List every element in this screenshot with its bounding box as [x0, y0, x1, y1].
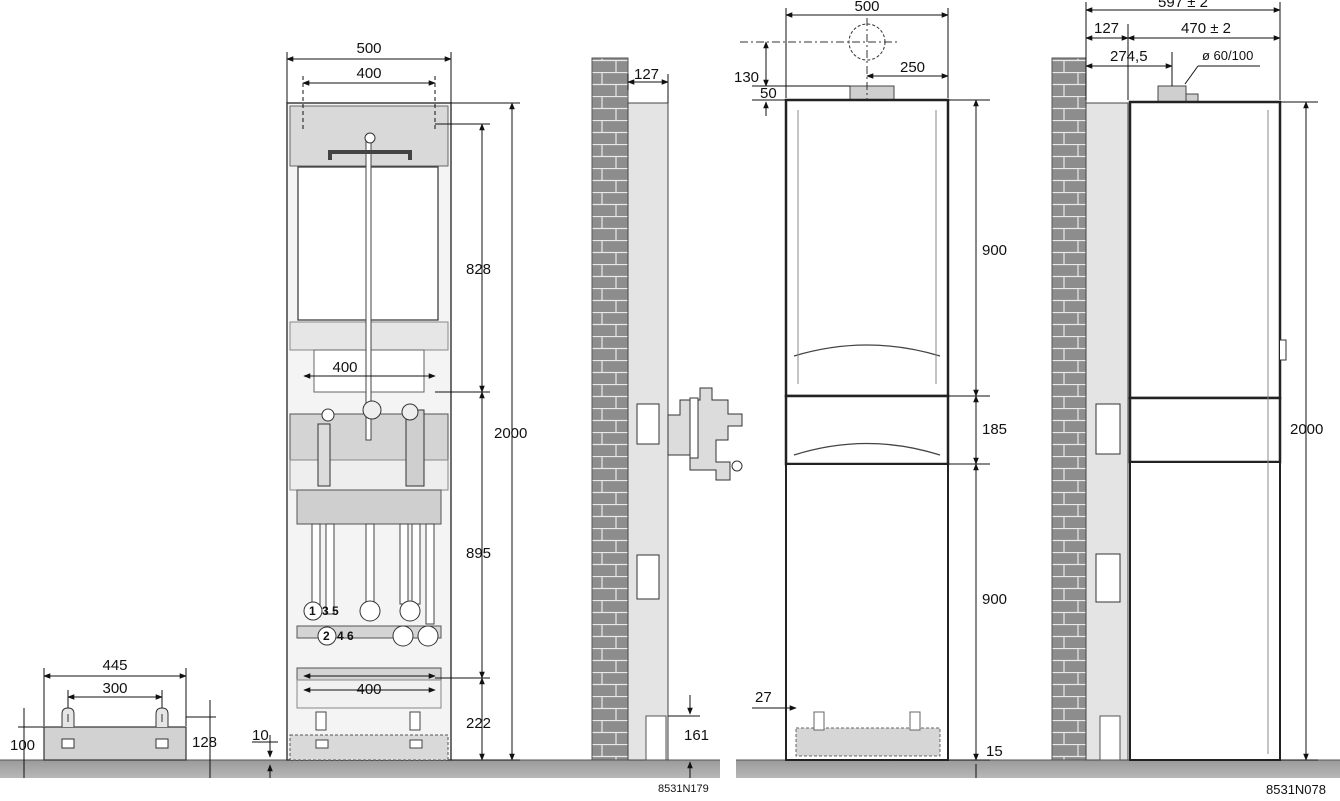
floor-gap-dim	[252, 735, 278, 778]
boiler-middle-height-label: 185	[982, 421, 1007, 438]
frame-bottom-spacing-label: 400	[356, 681, 381, 698]
frame-mid-spacing-label: 400	[332, 359, 357, 376]
base-width-label: 445	[102, 657, 127, 674]
frame-base-height-label: 222	[466, 715, 491, 732]
drawing-code-left: 8531N179	[658, 783, 709, 795]
frame-width-label: 500	[356, 40, 381, 57]
flue-offset-label: 250	[900, 59, 925, 76]
boiler-side-view	[1085, 2, 1318, 761]
boiler-flue-diameter-label: ø 60/100	[1202, 48, 1253, 63]
boiler-front-width-label: 500	[854, 0, 879, 15]
boiler-total-depth-label: 597 ± 2	[1158, 0, 1208, 11]
base-hole-spacing-label: 300	[102, 680, 127, 697]
connection-2: 2	[323, 629, 330, 643]
frame-side-view	[627, 74, 743, 778]
frame-total-height-label: 2000	[494, 425, 527, 442]
wall-depth-label: 127	[634, 66, 659, 83]
connection-1: 1	[309, 604, 316, 618]
mounting-frame	[286, 102, 452, 761]
floor-left	[0, 759, 720, 778]
connection-4-6: 4 6	[337, 629, 354, 643]
boiler-unit-depth-label: 470 ± 2	[1181, 20, 1231, 37]
base-unit	[18, 668, 216, 778]
boiler-lower-height-label: 900	[982, 591, 1007, 608]
frame-upper-height-label: 828	[466, 261, 491, 278]
flue-height-b-label: 50	[760, 85, 777, 102]
base-height-right-label: 128	[192, 734, 217, 751]
base-height-left-label: 100	[10, 737, 35, 754]
drawing-code-right: 8531N078	[1266, 782, 1326, 797]
brick-wall-left	[591, 57, 629, 761]
connection-3-5: 3 5	[322, 604, 339, 618]
boiler-flue-center-label: 274,5	[1110, 48, 1148, 65]
boiler-floor-gap-label: 15	[986, 743, 1003, 760]
boiler-wall-depth-label: 127	[1094, 20, 1119, 37]
boiler-side-gap-label: 27	[755, 689, 772, 706]
floor-gap-label: 10	[252, 727, 269, 744]
boiler-total-height-label: 2000	[1290, 421, 1323, 438]
frame-dimension-lines	[286, 52, 520, 761]
brick-wall-right	[1051, 57, 1087, 761]
flue-height-a-label: 130	[734, 69, 759, 86]
frame-top-spacing-label: 400	[356, 65, 381, 82]
frame-foot-height-label: 161	[684, 727, 709, 744]
boiler-front-view	[740, 8, 990, 778]
boiler-upper-height-label: 900	[982, 242, 1007, 259]
frame-lower-height-label: 895	[466, 545, 491, 562]
floor-right	[736, 759, 1340, 778]
